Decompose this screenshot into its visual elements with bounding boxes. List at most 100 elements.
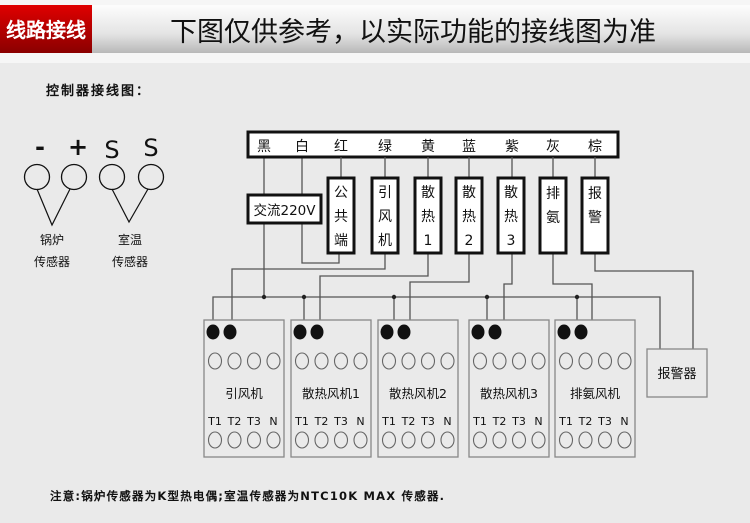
junction-dot [574,294,580,300]
terminal-hole-icon [314,352,329,370]
terminal-hole-icon [207,352,223,370]
terminal-hole-icon [511,431,527,449]
terminal-hole-icon [333,431,349,449]
junction-dot [301,294,307,300]
wire-color-label: 紫 [505,139,519,155]
wire-color-label: 白 [295,139,309,155]
terminal-box: 散热 2 [454,176,484,255]
pin-label: T1 [381,415,396,428]
terminal-hole-icon [246,431,262,449]
wire-color-label: 红 [334,139,348,155]
terminal-hole-icon [333,352,349,370]
terminal-hole-icon [578,431,593,449]
pin-label: T1 [207,415,222,428]
terminal-hole-icon [420,431,436,449]
pin-label: T2 [578,415,593,428]
input-terminal-icon [488,324,502,340]
pin-label: T3 [511,415,526,428]
module-label: 散热风机3 [480,386,538,401]
terminal-box: 报警 [580,176,610,255]
terminal-hole-icon [227,352,242,370]
terminal-hole-icon [531,431,546,449]
terminal-label: 氨 [546,210,560,226]
wire-color-label: 灰 [546,139,560,155]
terminal-hole-icon [617,431,632,449]
terminal-label: 热 [504,209,518,225]
terminal-box: 引风机 [370,176,400,255]
terminal-hole-icon [266,431,281,449]
terminal-hole-icon [617,352,632,370]
pin-label: N [269,415,277,428]
pin-label: T2 [492,415,507,428]
pin-s-label: S [104,136,119,164]
terminal-hole-icon [531,352,546,370]
module-label: 引风机 [225,386,263,401]
terminal-hole-icon [207,431,223,449]
terminal-label: 3 [507,233,516,249]
terminal-label: 风 [378,209,392,225]
wire-color-strip: 黑白红绿黄蓝紫灰棕 [246,130,620,178]
sensor-label: 传感器 [34,254,70,269]
pin-label: T2 [401,415,416,428]
terminal-hole-icon [353,352,368,370]
input-terminal-icon [206,324,220,340]
terminal-hole-icon [227,431,242,449]
terminal-label: 端 [334,233,348,249]
terminal-hole-icon [578,352,593,370]
terminal-hole-icon [440,352,455,370]
pin-label: N [620,415,628,428]
pin-label: T3 [246,415,261,428]
terminal-label: 热 [462,209,476,225]
junction-dot [391,294,397,300]
header-badge [0,5,92,53]
terminal-label: 散 [462,185,476,201]
boiler-sensor: - + 锅炉 传感器 [23,133,88,269]
terminal-hole-icon [420,352,436,370]
sensor-label: 室温 [118,232,142,247]
input-terminal-icon [223,324,237,340]
pin-label: N [356,415,364,428]
junction-dot [484,294,490,300]
terminal-hole-icon [294,431,310,449]
terminal-hole-icon [558,352,574,370]
terminal-label: 机 [378,233,392,249]
power-box [246,193,323,225]
terminal-box: 公共端 [326,176,356,255]
pin-label: T3 [597,415,612,428]
wire-color-label: 黄 [421,138,435,155]
terminal-hole-icon [472,352,488,370]
terminal-label: 公 [334,185,348,201]
pin-label: T1 [294,415,309,428]
header-bar [0,5,750,53]
header-badge-text: 线路接线 [6,18,86,42]
terminal-hole-icon [246,352,262,370]
terminal-hole-icon [472,431,488,449]
pin-plus-label: + [68,133,88,161]
terminal-box: 散热1 [413,176,443,255]
terminal-hole-icon [401,352,416,370]
junction-dot [261,294,267,300]
wire-color-label: 棕 [588,139,602,155]
pin-label: N [534,415,542,428]
note-text: 注意:锅炉传感器为K型热电偶;室温传感器为NTC10K MAX 传感器. [50,489,445,503]
terminal-label: 报 [588,186,602,202]
module-label: 散热风机1 [302,386,360,401]
input-terminal-icon [471,324,485,340]
pin-label: T3 [333,415,348,428]
terminal-hole-icon [440,431,455,449]
wires [212,157,694,349]
terminal-hole-icon [381,352,397,370]
room-sensor: S S 室温 传感器 [98,134,165,269]
terminal-hole-icon [266,352,281,370]
input-terminal-icon [557,324,571,340]
input-terminal-icon [574,324,588,340]
terminal-label: 共 [334,209,348,225]
terminal-hole-icon [381,431,397,449]
terminal-label: 2 [465,233,474,249]
terminal-label: 散 [421,185,435,201]
